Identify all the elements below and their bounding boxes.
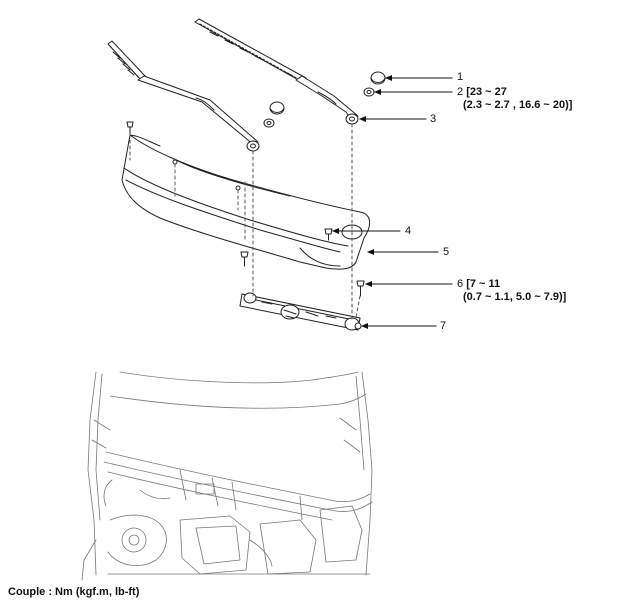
arrow-heads [332,75,392,329]
cap-part-1 [370,71,386,85]
callout-number: 1 [457,71,464,83]
leader-lines [332,77,453,327]
screw-part-4 [324,228,333,241]
bolt-part-6 [356,280,365,297]
left-cap [269,101,285,115]
alignment-lines [129,123,361,321]
callout-3: 3 [430,113,436,126]
callout-number: 6 [457,278,464,290]
left-wiper-blade [107,40,147,81]
torque-spec-line-1: [7 ~ 11 [466,278,501,290]
callout-2: 2 [23 ~ 27 (2.3 ~ 2.7 , 16.6 ~ 20)] [457,86,572,112]
cowl-top-cover [121,134,370,270]
vehicle-location-illustration [81,371,373,581]
left-wiper-arm [137,75,260,152]
callout-1: 1 [457,71,463,84]
callout-number: 4 [405,225,412,237]
torque-spec-line-1: [23 ~ 27 [466,86,507,98]
right-wiper-blade [194,18,307,83]
right-wiper-arm [295,75,359,125]
callout-7: 7 [440,320,446,333]
left-nut [263,118,275,128]
callout-number: 7 [440,320,447,332]
wiper-motor-linkage [239,292,362,331]
bolt-left-bottom [240,251,249,267]
torque-spec-line-2: (0.7 ~ 1.1, 5.0 ~ 7.9)] [463,291,567,303]
callout-number: 3 [430,113,437,125]
nut-part-2 [363,87,375,97]
callout-6: 6 [7 ~ 11 (0.7 ~ 1.1, 5.0 ~ 7.9)] [457,278,566,304]
callout-4: 4 [405,225,411,238]
callout-5: 5 [443,246,449,259]
screw-left [126,121,134,135]
callout-number: 5 [443,246,450,258]
torque-unit-caption: Couple : Nm (kgf.m, lb-ft) [8,586,140,598]
torque-spec-line-2: (2.3 ~ 2.7 , 16.6 ~ 20)] [463,99,573,111]
callout-number: 2 [457,86,464,98]
